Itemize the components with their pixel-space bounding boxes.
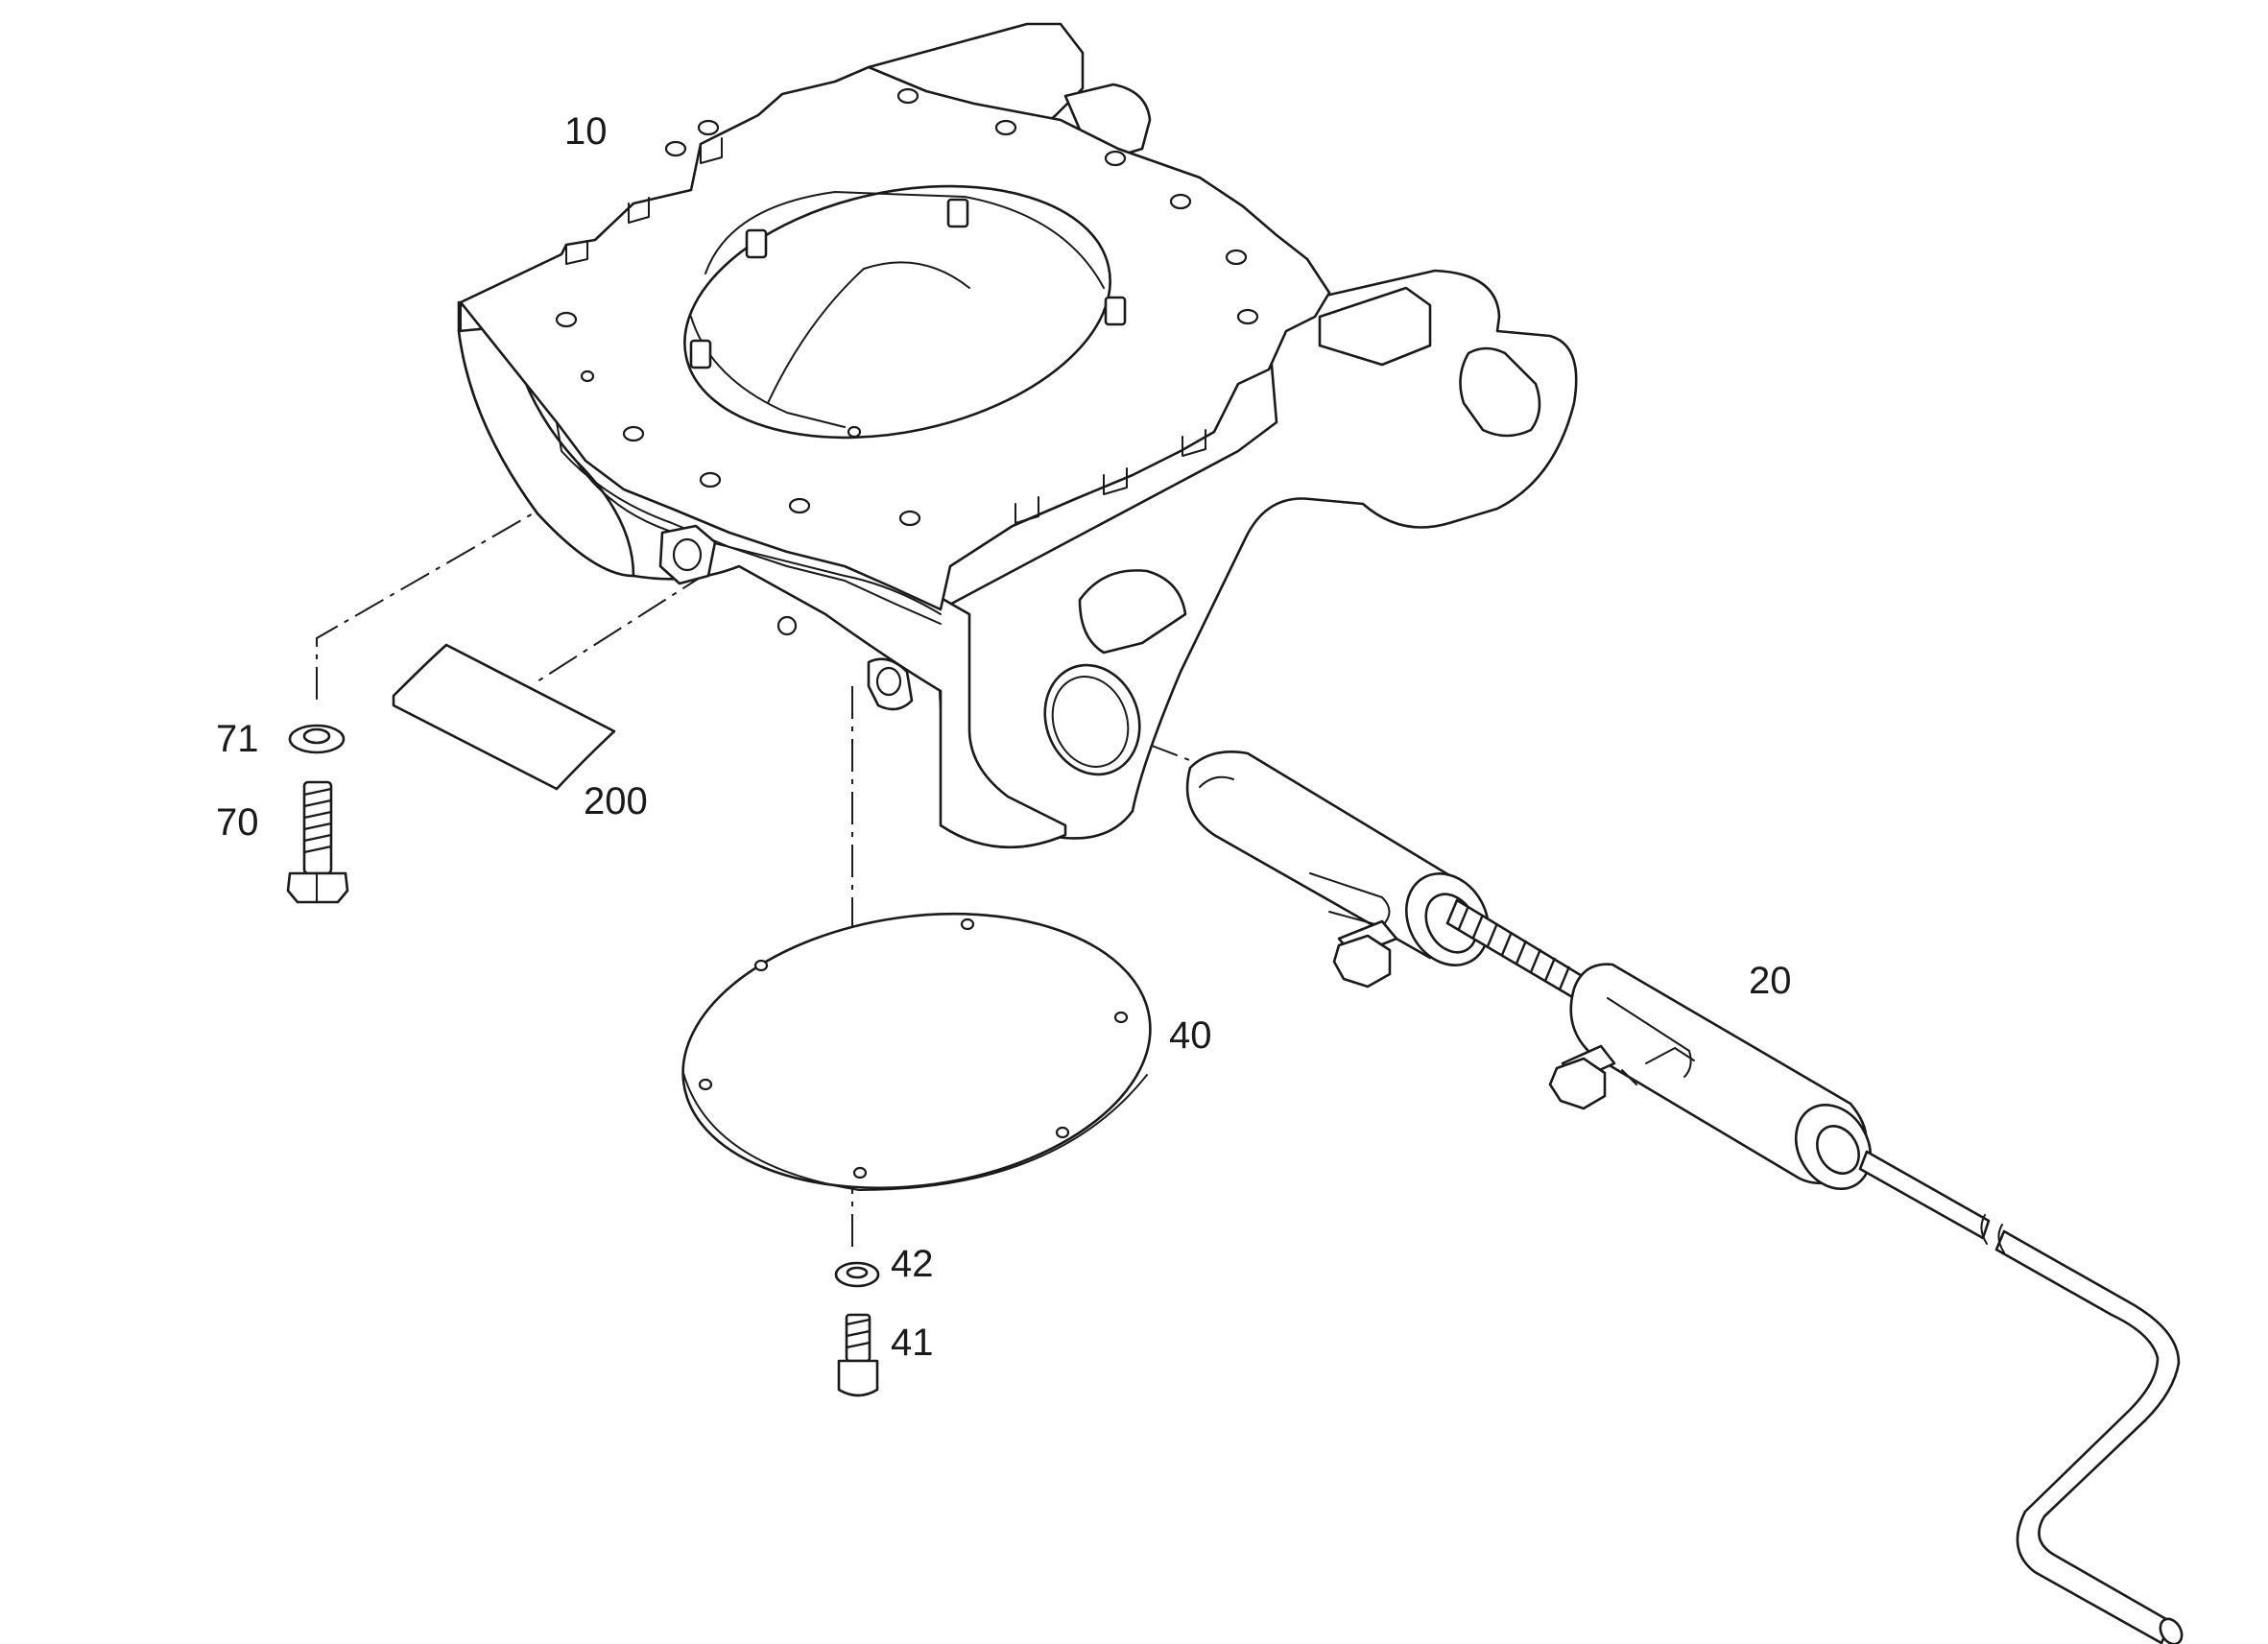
plate-notch-3 (700, 137, 723, 164)
crank-assembly-part (1185, 751, 2184, 1644)
body-front-boss-bore (875, 666, 902, 697)
bore-inner-shadow (767, 261, 970, 404)
pivot-lug (1078, 569, 1187, 655)
mount-bolt-part (286, 780, 349, 904)
bore-lug-2 (946, 198, 969, 228)
plate-notch-1 (565, 241, 588, 265)
bore-lug-3 (1104, 296, 1127, 326)
main-pivot-bore-inner (1051, 676, 1130, 768)
label-part-40: 40 (1169, 1014, 1212, 1057)
body-small-fitting (776, 615, 798, 636)
body-side-boss-bore (672, 537, 703, 572)
bore-lug-4 (689, 339, 712, 369)
label-part-71: 71 (216, 718, 259, 760)
plate-front-edge (460, 301, 942, 625)
plate-notch-4 (1015, 496, 1039, 524)
plate-notch-6 (1182, 429, 1206, 457)
plate-notch-5 (1103, 467, 1128, 495)
cover-plate-part (681, 912, 1152, 1191)
bore-lug-1 (745, 228, 768, 259)
fork-tab (1318, 286, 1432, 367)
plate-central-bore (683, 184, 1111, 440)
label-part-10: 10 (564, 110, 608, 153)
decal-part (392, 643, 616, 791)
plate-bolt-holes (555, 87, 1259, 527)
label-part-200: 200 (584, 780, 648, 822)
cover-screw-part (837, 1313, 879, 1397)
mount-washer-part (288, 724, 346, 754)
base-plate-part (457, 22, 1578, 849)
label-part-42: 42 (891, 1243, 934, 1285)
plate-notch-2 (628, 197, 650, 224)
body-left-side (457, 324, 635, 578)
label-part-41: 41 (891, 1322, 934, 1364)
bore-inner-ring (704, 191, 1105, 289)
centerline-bolt (316, 493, 567, 705)
fork-slot (1459, 346, 1541, 438)
label-part-20: 20 (1749, 960, 1792, 1002)
bore-inner-ring-lower (690, 316, 846, 428)
cover-washer-part (834, 1261, 880, 1288)
label-part-70: 70 (216, 801, 259, 844)
centerline-decal (537, 570, 711, 682)
